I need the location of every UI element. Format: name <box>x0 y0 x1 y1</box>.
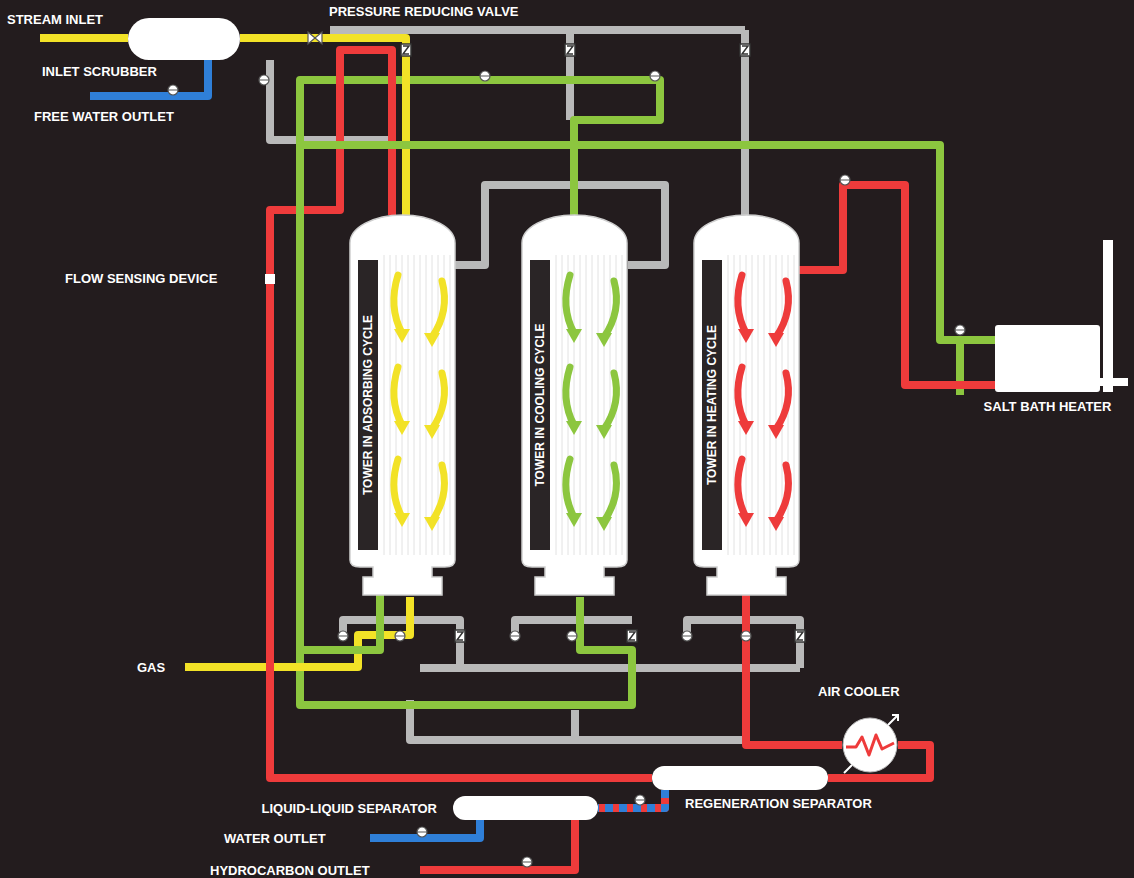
callout-label: HYDROCARBON OUTLET <box>208 863 372 878</box>
flow-sensor <box>265 274 275 284</box>
label-strip <box>530 260 550 550</box>
flow-arrow-head <box>768 517 784 531</box>
process-pipe <box>240 38 406 215</box>
callout-label: FLOW SENSING DEVICE <box>63 271 219 286</box>
flow-arrow-head <box>768 333 784 347</box>
flow-arrow-head <box>738 329 754 343</box>
blue-pipe <box>90 60 480 838</box>
flow-arrow <box>432 465 444 521</box>
flow-arrow-head <box>394 329 410 343</box>
regeneration-separator: REGENERATION SEPARATOR <box>652 766 828 790</box>
pressure-reducing-valve <box>308 32 322 44</box>
flow-arrow-head <box>566 513 582 527</box>
vessel-texture <box>728 255 794 555</box>
flow-arrow <box>566 367 574 425</box>
flow-arrow-head <box>566 421 582 435</box>
heating-tower: TOWER IN HEATING CYCLE <box>694 215 799 595</box>
grey-pipe <box>270 30 800 740</box>
check-valves <box>401 44 805 642</box>
equipment-label: SALT BATH HEATER <box>982 399 1114 414</box>
label-strip <box>358 260 378 550</box>
flow-arrow-head <box>424 517 440 531</box>
heater-burner <box>1100 378 1128 386</box>
flow-arrow <box>604 373 616 429</box>
valves <box>168 32 965 867</box>
flow-arrow <box>738 275 746 333</box>
flow-arrow <box>776 281 788 337</box>
liquid-liquid-separator: LIQUID-LIQUID SEPARATOR <box>453 796 598 820</box>
flow-arrow-head <box>566 329 582 343</box>
vessel-texture <box>556 255 622 555</box>
flow-arrow <box>432 373 444 429</box>
process-pipe <box>598 790 665 808</box>
cooler-shell <box>843 718 897 772</box>
callout-label: WATER OUTLET <box>222 831 328 846</box>
flow-arrow <box>604 465 616 521</box>
label-strip <box>702 260 722 550</box>
cooling-tower: TOWER IN COOLING CYCLE <box>522 215 627 595</box>
callout-label: PRESSURE REDUCING VALVE <box>327 4 521 19</box>
equipment-label: REGENERATION SEPARATOR <box>683 796 874 811</box>
vessel-label: TOWER IN COOLING CYCLE <box>532 320 549 489</box>
flow-arrow-head <box>738 513 754 527</box>
callout-label: STREAM INLET <box>5 12 105 27</box>
process-pipe <box>746 595 842 745</box>
flow-arrow <box>604 281 616 337</box>
flow-arrow-head <box>424 425 440 439</box>
equipment-label: INLET SCRUBBER <box>40 64 159 79</box>
vessel-outline <box>522 215 627 595</box>
air-cooler-symbol <box>842 717 898 773</box>
adsorbing-tower: TOWER IN ADSORBING CYCLE <box>350 215 455 595</box>
vessel-outline <box>350 215 455 595</box>
equipment-label: AIR COOLER <box>816 684 902 699</box>
flow-arrow <box>432 281 444 337</box>
green-pipe <box>300 80 960 705</box>
pipe-underlay <box>598 790 665 808</box>
callout-label: GAS <box>135 660 167 675</box>
flow-arrow <box>394 275 402 333</box>
vessel-outline <box>694 215 799 595</box>
flow-arrow <box>394 459 402 517</box>
cooler-airflow <box>844 715 898 773</box>
process-pipe <box>300 145 574 650</box>
flow-arrow-head <box>424 333 440 347</box>
flow-arrow <box>394 367 402 425</box>
flow-arrow-head <box>394 421 410 435</box>
callout-label: FREE WATER OUTLET <box>32 109 176 124</box>
vessel-texture <box>384 255 450 555</box>
process-pipe <box>799 185 995 385</box>
valve-cross <box>168 76 965 862</box>
flow-arrow-head <box>596 517 612 531</box>
flow-arrow-head <box>768 425 784 439</box>
flow-arrow-head <box>596 333 612 347</box>
inlet-scrubber: INLET SCRUBBER <box>128 18 240 60</box>
flow-arrow-head <box>596 425 612 439</box>
heater-stack <box>1103 240 1113 392</box>
salt-bath-heater: SALT BATH HEATER <box>995 325 1100 392</box>
red-pipe <box>420 820 575 870</box>
flow-arrow <box>776 373 788 429</box>
vessel-label: TOWER IN ADSORBING CYCLE <box>360 312 377 498</box>
vessel-label: TOWER IN HEATING CYCLE <box>704 322 721 488</box>
flow-arrow-head <box>738 421 754 435</box>
flow-arrow <box>566 275 574 333</box>
flow-arrow-head <box>394 513 410 527</box>
flow-arrow <box>738 459 746 517</box>
equipment-label: LIQUID-LIQUID SEPARATOR <box>260 801 440 816</box>
air-cooler: AIR COOLER <box>842 717 898 773</box>
flow-arrow <box>776 465 788 521</box>
cooler-coil <box>846 735 894 755</box>
check-valve-mark <box>403 46 803 640</box>
flow-arrow <box>738 367 746 425</box>
process-pipe <box>270 50 652 778</box>
flow-arrow <box>566 459 574 517</box>
